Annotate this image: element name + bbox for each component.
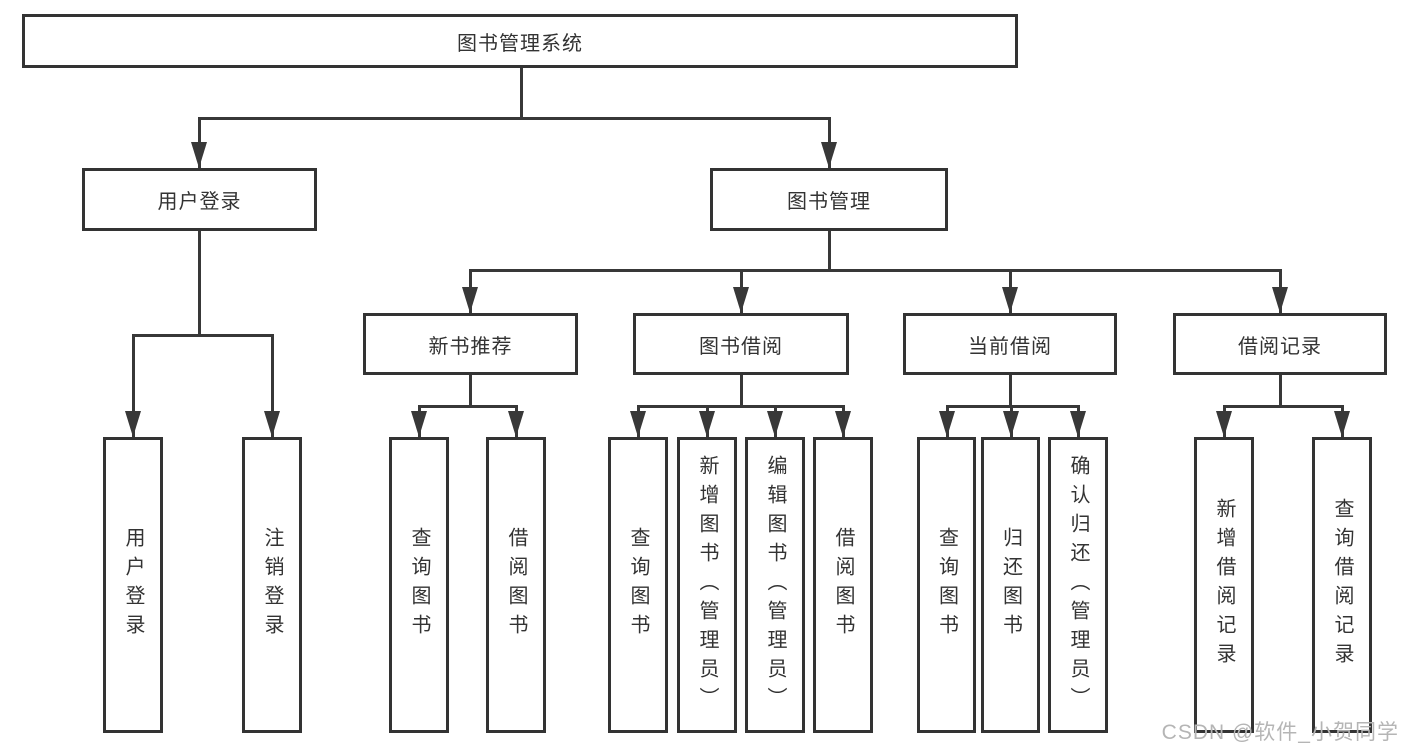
node-label: 确认归还（管理员）: [1067, 454, 1089, 716]
node-add-books-admin: 新增图书（管理员）: [677, 437, 737, 733]
node-label: 查询图书: [408, 527, 430, 643]
arrow-down-icon: [191, 142, 207, 168]
arrow-down-icon: [508, 411, 524, 437]
node-current-borrowing: 当前借阅: [903, 313, 1117, 375]
arrow-down-icon: [411, 411, 427, 437]
arrow-down-icon: [462, 287, 478, 313]
node-label: 注销登录: [261, 527, 283, 643]
node-label: 编辑图书（管理员）: [764, 454, 786, 716]
connector-line: [1279, 375, 1282, 408]
node-book-management: 图书管理: [710, 168, 948, 231]
connector-line: [198, 117, 831, 120]
connector-line: [520, 68, 523, 118]
node-user-login-leaf: 用户登录: [103, 437, 163, 733]
node-label: 查询借阅记录: [1331, 498, 1353, 672]
connector-line: [637, 405, 845, 408]
node-label: 查询图书: [935, 527, 958, 643]
arrow-down-icon: [835, 411, 851, 437]
node-query-books-recommend: 查询图书: [389, 437, 449, 733]
connector-line: [418, 405, 518, 408]
arrow-down-icon: [1070, 411, 1086, 437]
node-label: 当前借阅: [968, 335, 1052, 358]
arrow-down-icon: [767, 411, 783, 437]
arrow-down-icon: [1334, 411, 1350, 437]
connector-line: [271, 336, 274, 437]
node-add-borrow-record: 新增借阅记录: [1194, 437, 1254, 733]
node-label: 新增借阅记录: [1213, 498, 1235, 672]
arrow-down-icon: [1272, 287, 1288, 313]
node-edit-books-admin: 编辑图书（管理员）: [745, 437, 805, 733]
node-library-system: 图书管理系统: [22, 14, 1018, 68]
node-borrow-books-borrowing: 借阅图书: [813, 437, 873, 733]
node-query-books-current: 查询图书: [917, 437, 976, 733]
arrow-down-icon: [821, 142, 837, 168]
connector-line: [469, 269, 1282, 272]
connector-line: [1223, 405, 1344, 408]
node-label: 用户登录: [157, 191, 242, 213]
arrow-down-icon: [939, 411, 955, 437]
node-label: 图书借阅: [699, 335, 783, 358]
node-borrowing-records: 借阅记录: [1173, 313, 1387, 375]
node-query-books-borrowing: 查询图书: [608, 437, 668, 733]
node-label: 图书管理系统: [457, 32, 583, 55]
node-return-books: 归还图书: [981, 437, 1040, 733]
node-label: 图书管理: [787, 191, 871, 213]
arrow-down-icon: [699, 411, 715, 437]
node-query-borrow-record: 查询借阅记录: [1312, 437, 1372, 733]
connector-line: [132, 334, 274, 337]
node-label: 新增图书（管理员）: [696, 454, 718, 716]
arrow-down-icon: [733, 287, 749, 313]
node-label: 借阅图书: [832, 527, 854, 643]
connector-line: [198, 231, 201, 336]
arrow-down-icon: [1003, 411, 1019, 437]
arrow-down-icon: [264, 411, 280, 437]
node-label: 借阅图书: [505, 527, 527, 643]
connector-line: [132, 336, 135, 437]
connector-line: [946, 405, 1080, 408]
node-label: 新书推荐: [428, 335, 513, 358]
arrow-down-icon: [1216, 411, 1232, 437]
csdn-watermark: CSDN @软件_小贺同学: [1161, 721, 1399, 744]
arrow-down-icon: [630, 411, 646, 437]
arrow-down-icon: [1002, 287, 1018, 313]
connector-line: [469, 375, 472, 408]
node-label: 用户登录: [122, 527, 144, 643]
arrow-down-icon: [125, 411, 141, 437]
node-new-book-recommend: 新书推荐: [363, 313, 578, 375]
node-label: 借阅记录: [1238, 335, 1322, 358]
node-logout: 注销登录: [242, 437, 302, 733]
node-label: 归还图书: [999, 527, 1022, 643]
node-borrow-books-recommend: 借阅图书: [486, 437, 546, 733]
node-label: 查询图书: [627, 527, 649, 643]
node-user-login: 用户登录: [82, 168, 317, 231]
node-book-borrowing: 图书借阅: [633, 313, 849, 375]
connector-line: [740, 375, 743, 408]
connector-line: [1009, 375, 1012, 408]
node-confirm-return-admin: 确认归还（管理员）: [1048, 437, 1108, 733]
connector-line: [828, 231, 831, 272]
